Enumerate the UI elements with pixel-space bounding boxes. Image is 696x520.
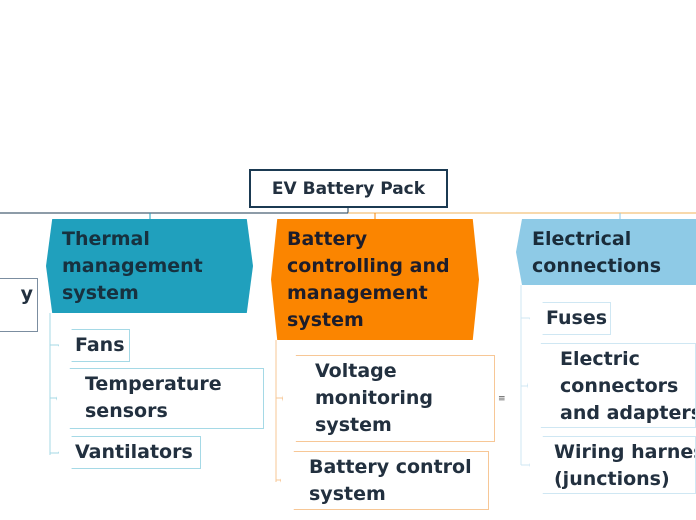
node-electric-connectors[interactable]: Electric connectors and adapters: [527, 343, 696, 428]
branch-thermal-management[interactable]: Thermal management system: [46, 219, 253, 313]
node-vantilators-label: Vantilators: [75, 441, 193, 463]
node-wiring-harness-label: Wiring harness (junctions): [554, 441, 695, 490]
branch-battery-controlling-label: Battery controlling and management syste…: [287, 228, 450, 331]
node-fuses[interactable]: Fuses: [529, 302, 611, 335]
node-temperature-sensors-label: Temperature sensors: [85, 373, 222, 422]
node-battery-control[interactable]: Battery control system: [280, 451, 489, 510]
branch-electrical-connections-label: Electrical connections: [532, 228, 662, 277]
node-electric-connectors-label: Electric connectors and adapters: [560, 348, 696, 424]
node-fuses-label: Fuses: [546, 307, 608, 329]
node-temperature-sensors[interactable]: Temperature sensors: [56, 368, 264, 429]
node-voltage-monitoring[interactable]: Voltage monitoring system: [282, 355, 495, 442]
node-voltage-monitoring-label: Voltage monitoring system: [315, 360, 434, 436]
node-vantilators[interactable]: Vantilators: [58, 436, 201, 469]
node-wiring-harness[interactable]: Wiring harness (junctions): [529, 436, 696, 494]
branch-battery-controlling[interactable]: Battery controlling and management syste…: [271, 219, 479, 340]
node-battery-control-label: Battery control system: [309, 456, 472, 505]
node-fans[interactable]: Fans: [58, 329, 130, 362]
root-node-label: EV Battery Pack: [271, 178, 426, 199]
root-node[interactable]: EV Battery Pack: [249, 169, 448, 208]
menu-icon[interactable]: ≡: [498, 394, 506, 404]
partial-node-left[interactable]: y: [0, 278, 38, 332]
partial-node-left-label: y: [20, 283, 33, 305]
branch-electrical-connections[interactable]: Electrical connections: [516, 219, 696, 285]
branch-thermal-management-label: Thermal management system: [62, 228, 203, 304]
node-fans-label: Fans: [75, 334, 125, 356]
